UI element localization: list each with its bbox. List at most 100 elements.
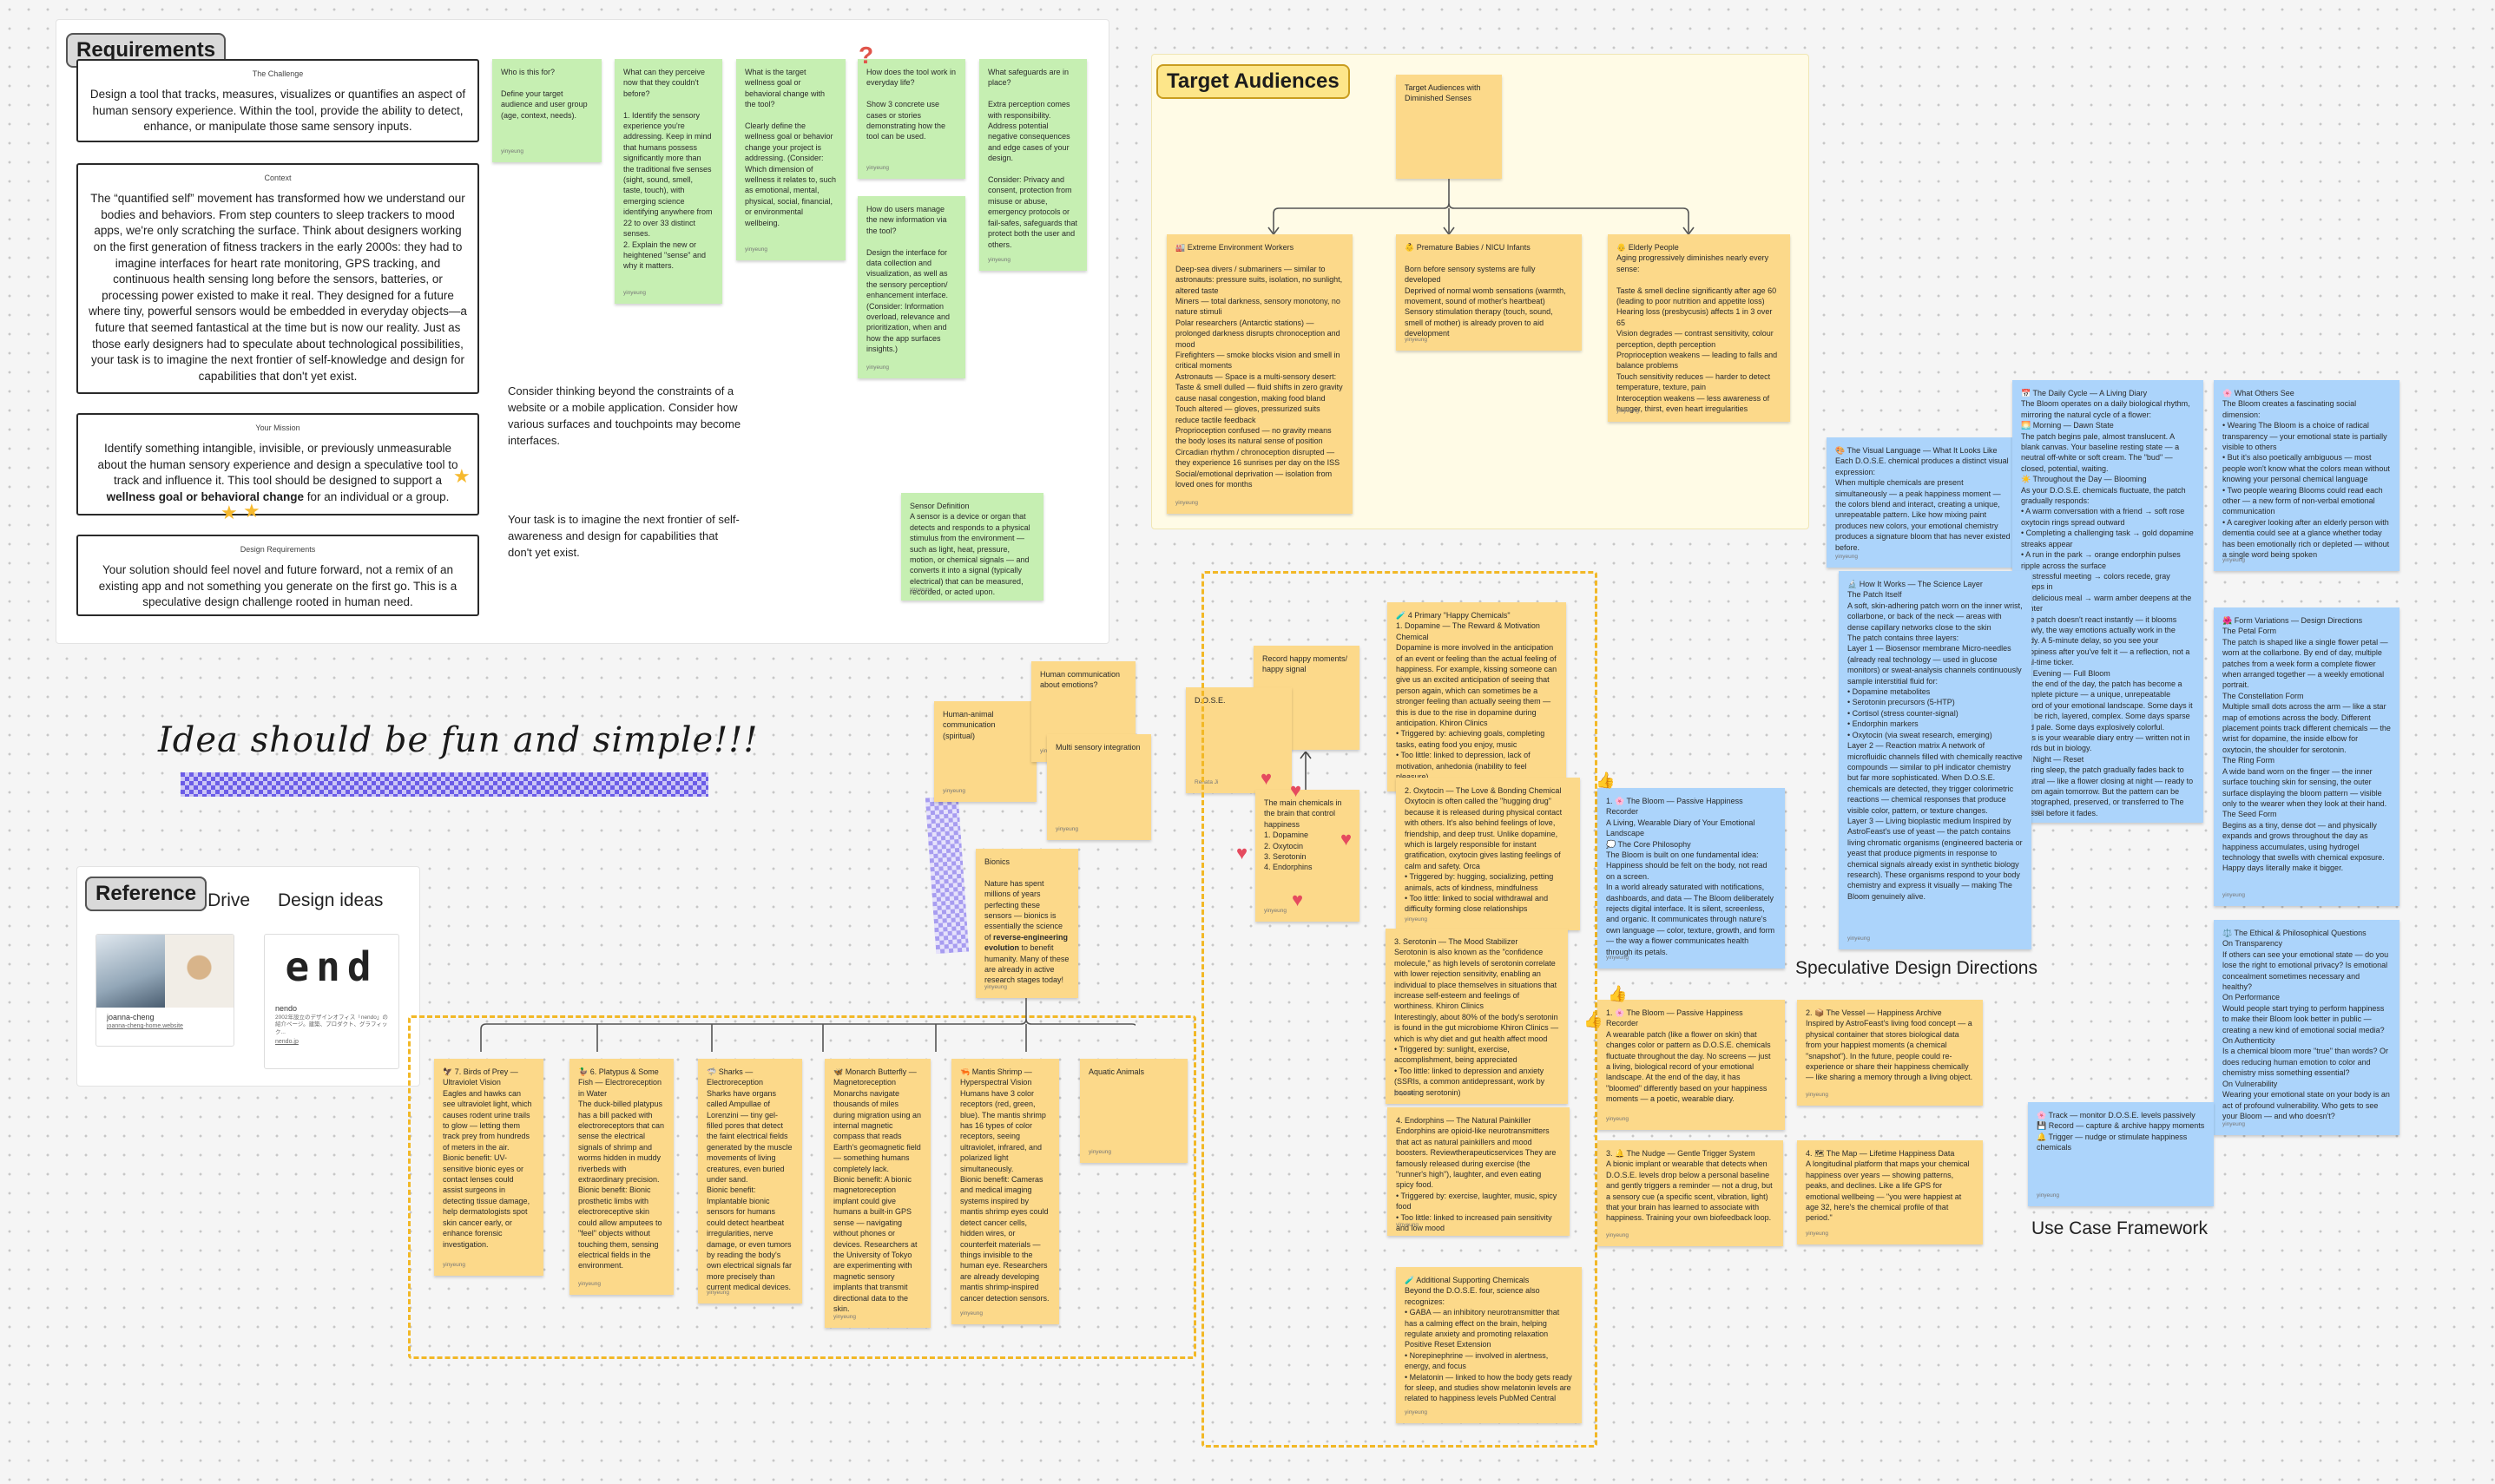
target-tree-connector (1151, 179, 1809, 240)
reference-card-link[interactable]: joanna-cheng-home.website (96, 1023, 234, 1029)
sticky-bionics[interactable]: Bionics Nature has spent millions of yea… (976, 849, 1078, 998)
target-root-note[interactable]: Target Audiences with Diminished Senses (1396, 75, 1502, 179)
mission-title: Your Mission (89, 424, 467, 432)
sticky-author: yinyeung (960, 1310, 983, 1318)
sticky-author: yinyeung (2222, 1121, 2245, 1129)
mission-card[interactable]: Your Mission Identify something intangib… (76, 413, 479, 515)
sticky-text: 🦐 Mantis Shrimp — Hyperspectral Vision H… (960, 1067, 1050, 1303)
target-audiences-label[interactable]: Target Audiences (1156, 64, 1350, 99)
animal-mantis-shrimp[interactable]: 🦐 Mantis Shrimp — Hyperspectral Vision H… (951, 1059, 1059, 1324)
task-text[interactable]: Your task is to imagine the next frontie… (508, 512, 742, 561)
thumbs-up-icon: 👍 (1608, 986, 1627, 1001)
sticky-author: yinyeung (443, 1262, 465, 1270)
spec-map[interactable]: 4. 🗺 The Map — Lifetime Happiness Data A… (1797, 1140, 1983, 1244)
sticky-text: 🦈 Sharks — Electroreception Sharks have … (707, 1067, 793, 1291)
sticky-text: 🦅 7. Birds of Prey — Ultraviolet Vision … (443, 1067, 532, 1249)
target-premature-babies[interactable]: 👶 Premature Babies / NICU Infants Born b… (1396, 234, 1582, 351)
sticky-author: yinyeung (1394, 1090, 1417, 1098)
bloom-daily-cycle[interactable]: 📅 The Daily Cycle — A Living Diary The B… (2012, 380, 2203, 823)
bloom-what-others-see[interactable]: 🌸 What Others See The Bloom creates a fa… (2214, 380, 2400, 571)
use-case-heading[interactable]: Use Case Framework (2031, 1218, 2208, 1239)
mission-emphasis: wellness goal or behavioral change (107, 490, 304, 503)
sticky-text: 🧪 Additional Supporting Chemicals Beyond… (1405, 1276, 1572, 1402)
reference-card-description: 2002年設立のデザインオフィス「nendo」の紹介ページ。建築、プロダクト、グ… (265, 1015, 398, 1037)
context-body: The “quantified self” movement has trans… (89, 191, 467, 385)
sticky-who[interactable]: Who is this for? Define your target audi… (492, 59, 602, 162)
sticky-text: 📅 The Daily Cycle — A Living Diary The B… (2021, 389, 2194, 818)
spec-bloom-philosophy[interactable]: 1. 🌸 The Bloom — Passive Happiness Recor… (1597, 788, 1785, 969)
chem-oxytocin[interactable]: 2. Oxytocin — The Love & Bonding Chemica… (1396, 778, 1580, 930)
star-sticker-icon: ★ (453, 467, 471, 486)
star-sticker-icon: ★ (221, 503, 238, 522)
sticky-wellness-goal[interactable]: What is the target wellness goal or beha… (736, 59, 846, 260)
thumbs-up-icon: 👍 (1583, 1012, 1603, 1028)
sticky-text: 3. 🔔 The Nudge — Gentle Trigger System A… (1606, 1149, 1773, 1222)
sticky-sensor-definition[interactable]: Sensor Definition A sensor is a device o… (901, 493, 1043, 601)
sticky-perceive[interactable]: What can they perceive now that they cou… (615, 59, 722, 304)
sticky-everyday-life[interactable]: How does the tool work in everyday life?… (858, 59, 965, 179)
context-card[interactable]: Context The “quantified self” movement h… (76, 163, 479, 394)
sticky-text: Sensor Definition A sensor is a device o… (910, 502, 1030, 596)
sticky-author: yinyeung (1089, 1149, 1111, 1157)
sticky-human-animal[interactable]: Human-animal communication (spiritual)yi… (934, 701, 1037, 802)
sticky-author: yinyeung (623, 290, 646, 298)
chem-dopamine[interactable]: 🧪 4 Primary "Happy Chemicals" 1. Dopamin… (1387, 602, 1566, 791)
target-elderly-people[interactable]: 👴 Elderly People Aging progressively dim… (1608, 234, 1790, 422)
chem-serotonin[interactable]: 3. Serotonin — The Mood Stabilizer Serot… (1386, 929, 1568, 1104)
speculative-heading[interactable]: Speculative Design Directions (1795, 958, 2037, 979)
sticky-manage-info[interactable]: How do users manage the new information … (858, 196, 965, 378)
sticky-text: 3. Serotonin — The Mood Stabilizer Serot… (1394, 937, 1558, 1097)
sticky-text: Multi sensory integration (1056, 743, 1141, 752)
sticky-author: yinyeung (988, 257, 1011, 265)
target-extreme-workers[interactable]: 🏭 Extreme Environment Workers Deep-sea d… (1167, 234, 1353, 514)
chem-endorphins[interactable]: 4. Endorphins — The Natural Painkiller E… (1387, 1107, 1570, 1236)
spec-bloom-patch[interactable]: 1. 🌸 The Bloom — Passive Happiness Recor… (1597, 1000, 1785, 1130)
sticky-text: Target Audiences with Diminished Senses (1405, 83, 1481, 102)
sticky-text: 1. 🌸 The Bloom — Passive Happiness Recor… (1606, 797, 1774, 956)
reference-photo (165, 935, 234, 1008)
bloom-visual-language[interactable]: 🎨 The Visual Language — What It Looks Li… (1827, 437, 2021, 568)
sticky-author: yinyeung (2222, 892, 2245, 900)
animal-sharks[interactable]: 🦈 Sharks — Electroreception Sharks have … (698, 1059, 802, 1303)
reference-photo (96, 935, 165, 1008)
design-requirements-card[interactable]: Design Requirements Your solution should… (76, 535, 479, 616)
bloom-ethics[interactable]: ⚖️ The Ethical & Philosophical Questions… (2214, 920, 2400, 1135)
reference-card-name: nendo (265, 999, 398, 1015)
sticky-text: What safeguards are in place? Extra perc… (988, 68, 1077, 249)
spec-nudge[interactable]: 3. 🔔 The Nudge — Gentle Trigger System A… (1597, 1140, 1783, 1246)
sticky-text: How does the tool work in everyday life?… (866, 68, 956, 141)
chem-additional[interactable]: 🧪 Additional Supporting Chemicals Beyond… (1396, 1267, 1582, 1423)
animal-monarch-butterfly[interactable]: 🦋 Monarch Butterfly — Magnetoreception M… (825, 1059, 931, 1328)
reference-label-overlay: Reference (85, 877, 207, 911)
sticky-text: 2. 📦 The Vessel — Happiness Archive Insp… (1806, 1008, 1972, 1081)
reference-card-joanna[interactable]: joanna-cheng joanna-cheng-home.website (95, 934, 234, 1047)
bloom-form-variations[interactable]: 🌺 Form Variations — Design Directions Th… (2214, 607, 2400, 906)
star-sticker-icon: ★ (243, 502, 260, 521)
question-mark-icon: ? (859, 42, 873, 69)
sticky-text: Who is this for? Define your target audi… (501, 68, 588, 120)
consider-text[interactable]: Consider thinking beyond the constraints… (508, 384, 742, 449)
sticky-safeguards[interactable]: What safeguards are in place? Extra perc… (979, 59, 1087, 271)
bloom-science-layer[interactable]: 🔬 How It Works — The Science Layer The P… (1839, 571, 2031, 949)
sticky-text: 🌸 Track — monitor D.O.S.E. levels passiv… (2037, 1111, 2204, 1152)
bionics-tree-connector (476, 998, 1136, 1059)
reference-card-link[interactable]: nendo.jp (265, 1037, 398, 1047)
sticky-author: yinyeung (1405, 1409, 1427, 1417)
animal-platypus[interactable]: 🦆 6. Platypus & Some Fish — Electrorecep… (569, 1059, 674, 1295)
sticky-text: 🏭 Extreme Environment Workers Deep-sea d… (1175, 243, 1343, 489)
sticky-author: yinyeung (1835, 554, 1858, 561)
reference-card-nendo[interactable]: end nendo 2002年設立のデザインオフィス「nendo」の紹介ページ。… (264, 934, 399, 1069)
handwritten-note[interactable]: Idea should be fun and simple!!! (158, 720, 758, 760)
challenge-card[interactable]: The Challenge Design a tool that tracks,… (76, 59, 479, 142)
spec-vessel[interactable]: 2. 📦 The Vessel — Happiness Archive Insp… (1797, 1000, 1983, 1106)
sticky-text: 4. Endorphins — The Natural Painkiller E… (1396, 1116, 1557, 1232)
sticky-author: yinyeung (910, 587, 932, 594)
sticky-text: 1. 🌸 The Bloom — Passive Happiness Recor… (1606, 1008, 1771, 1103)
use-case-note[interactable]: 🌸 Track — monitor D.O.S.E. levels passiv… (2028, 1102, 2214, 1206)
sticky-author: yinyeung (1606, 1232, 1629, 1240)
sticky-author: yinyeung (1616, 408, 1639, 416)
animal-birds-of-prey[interactable]: 🦅 7. Birds of Prey — Ultraviolet Vision … (434, 1059, 543, 1276)
sticky-author: yinyeung (943, 788, 965, 796)
